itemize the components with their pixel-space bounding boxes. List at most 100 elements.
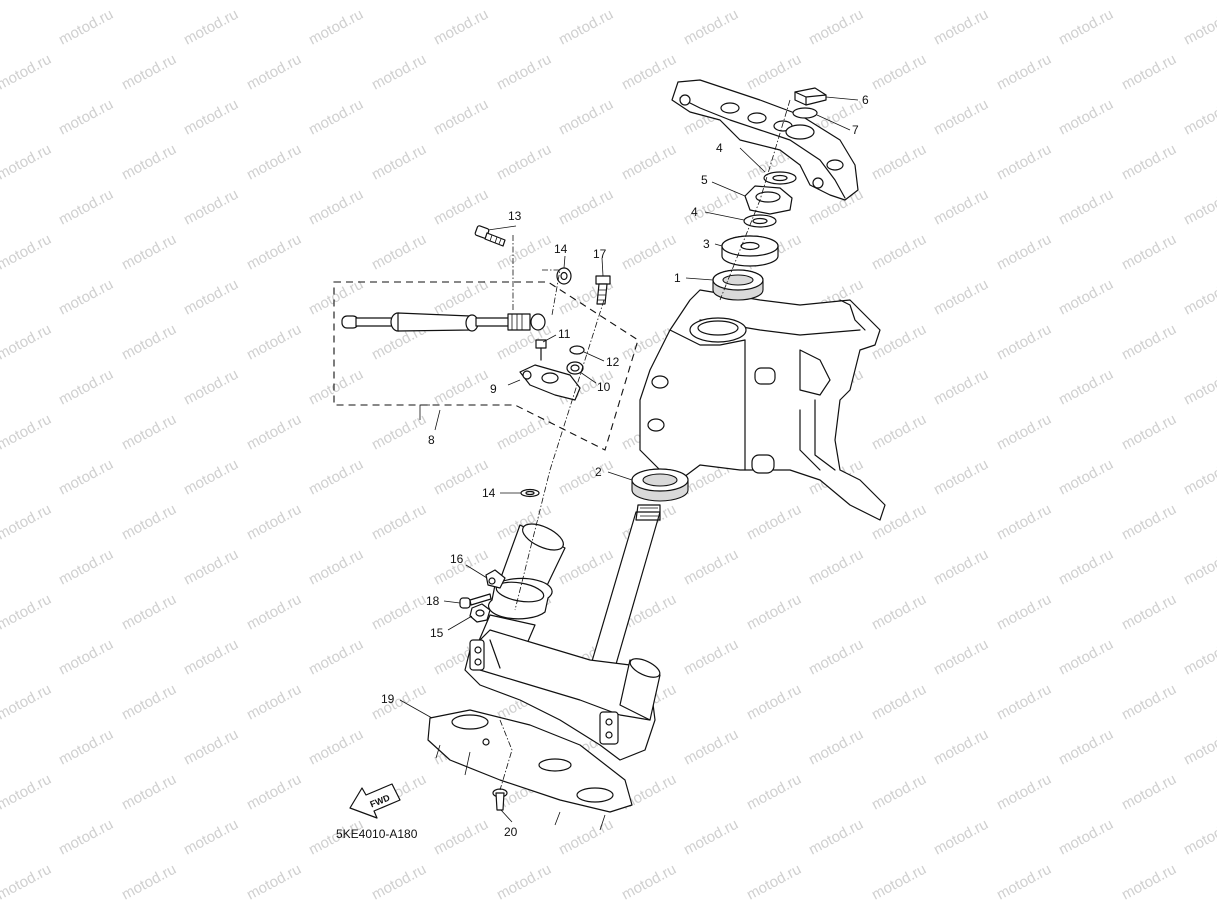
watermark-text: motod.ru	[244, 501, 304, 544]
watermark-text: motod.ru	[119, 0, 179, 4]
under-bracket	[464, 523, 661, 761]
watermark-text: motod.ru	[744, 591, 804, 634]
watermark-text: motod.ru	[994, 411, 1054, 454]
watermark-text: motod.ru	[431, 96, 491, 139]
watermark-text: motod.ru	[1181, 816, 1217, 859]
watermark-text: motod.ru	[369, 591, 429, 634]
watermark-text: motod.ru	[494, 411, 554, 454]
watermark-text: motod.ru	[869, 51, 929, 94]
watermark-text: motod.ru	[556, 6, 616, 49]
watermark-text: motod.ru	[994, 231, 1054, 274]
watermark-text: motod.ru	[931, 726, 991, 769]
watermark-text: motod.ru	[119, 141, 179, 184]
watermark-text: motod.ru	[181, 726, 241, 769]
watermark-text: motod.ru	[556, 186, 616, 229]
watermark-text: motod.ru	[1181, 186, 1217, 229]
watermark-text: motod.ru	[619, 231, 679, 274]
watermark-text: motod.ru	[681, 816, 741, 859]
watermark-text: motod.ru	[56, 816, 116, 859]
watermark-text: motod.ru	[619, 0, 679, 4]
bearing-2	[631, 468, 689, 502]
ring-nut-5	[744, 185, 793, 215]
label-part-4-upper: 4	[716, 141, 723, 155]
watermark-text: motod.ru	[1056, 546, 1116, 589]
watermark-text: motod.ru	[0, 501, 54, 544]
watermark-text: motod.ru	[1056, 186, 1116, 229]
watermark-text: motod.ru	[431, 6, 491, 49]
watermark-text: motod.ru	[744, 861, 804, 904]
watermark-text: motod.ru	[119, 411, 179, 454]
watermark-text: motod.ru	[306, 186, 366, 229]
watermark-text: motod.ru	[119, 501, 179, 544]
watermark-text: motod.ru	[619, 51, 679, 94]
watermark-text: motod.ru	[1119, 771, 1179, 814]
watermark-text: motod.ru	[619, 861, 679, 904]
frame-head-pipe	[639, 289, 886, 521]
watermark-text: motod.ru	[994, 501, 1054, 544]
label-part-2: 2	[595, 465, 602, 479]
watermark-text: motod.ru	[1119, 681, 1179, 724]
watermark-text: motod.ru	[244, 861, 304, 904]
watermark-text: motod.ru	[306, 636, 366, 679]
watermark-text: motod.ru	[556, 546, 616, 589]
watermark-text: motod.ru	[619, 141, 679, 184]
watermark-text: motod.ru	[244, 141, 304, 184]
watermark-text: motod.ru	[181, 96, 241, 139]
watermark-text: motod.ru	[1119, 501, 1179, 544]
bearing-cover-3	[721, 235, 779, 267]
watermark-text: motod.ru	[1056, 636, 1116, 679]
watermark-text: motod.ru	[869, 141, 929, 184]
watermark-text: motod.ru	[994, 141, 1054, 184]
watermark-text: motod.ru	[931, 276, 991, 319]
watermark-text: motod.ru	[181, 456, 241, 499]
watermark-text: motod.ru	[0, 861, 54, 904]
watermark-text: motod.ru	[806, 726, 866, 769]
watermark-text: motod.ru	[1056, 276, 1116, 319]
watermark-text: motod.ru	[181, 636, 241, 679]
nut-15	[469, 603, 491, 623]
watermark-text: motod.ru	[931, 546, 991, 589]
label-part-17: 17	[593, 247, 607, 261]
bolt-18	[459, 593, 492, 609]
watermark-text: motod.ru	[244, 771, 304, 814]
watermark-text: motod.ru	[806, 816, 866, 859]
bolt-13	[474, 225, 506, 247]
watermark-text: motod.ru	[1181, 546, 1217, 589]
watermark-text: motod.ru	[1119, 141, 1179, 184]
watermark-text: motod.ru	[744, 771, 804, 814]
watermark-text: motod.ru	[0, 321, 54, 364]
bolt-17	[595, 275, 611, 305]
watermark-text: motod.ru	[181, 276, 241, 319]
watermark-text: motod.ru	[994, 321, 1054, 364]
watermark-text: motod.ru	[1181, 456, 1217, 499]
watermark-text: motod.ru	[994, 0, 1054, 4]
nut-6	[794, 87, 827, 106]
watermark-text: motod.ru	[869, 681, 929, 724]
watermark-text: motod.ru	[931, 636, 991, 679]
watermark-text: motod.ru	[994, 591, 1054, 634]
label-part-13: 13	[508, 209, 522, 223]
watermark-text: motod.ru	[56, 96, 116, 139]
watermark-text: motod.ru	[681, 726, 741, 769]
label-part-12: 12	[606, 355, 620, 369]
watermark-text: motod.ru	[494, 0, 554, 4]
watermark-text: motod.ru	[56, 6, 116, 49]
watermark-text: motod.ru	[1119, 861, 1179, 904]
watermark-text: motod.ru	[869, 861, 929, 904]
watermark-text: motod.ru	[681, 636, 741, 679]
watermark-text: motod.ru	[681, 6, 741, 49]
label-part-11: 11	[558, 327, 571, 341]
watermark-text: motod.ru	[431, 816, 491, 859]
watermark-text: motod.ru	[744, 501, 804, 544]
watermark-text: motod.ru	[244, 0, 304, 4]
watermark-text: motod.ru	[806, 6, 866, 49]
watermark-text: motod.ru	[869, 0, 929, 4]
label-part-18: 18	[426, 594, 440, 608]
watermark-text: motod.ru	[306, 456, 366, 499]
watermark-text: motod.ru	[0, 51, 54, 94]
label-part-14-upper: 14	[554, 242, 568, 256]
watermark-text: motod.ru	[119, 321, 179, 364]
label-part-14-lower: 14	[482, 486, 496, 500]
watermark-text: motod.ru	[119, 231, 179, 274]
